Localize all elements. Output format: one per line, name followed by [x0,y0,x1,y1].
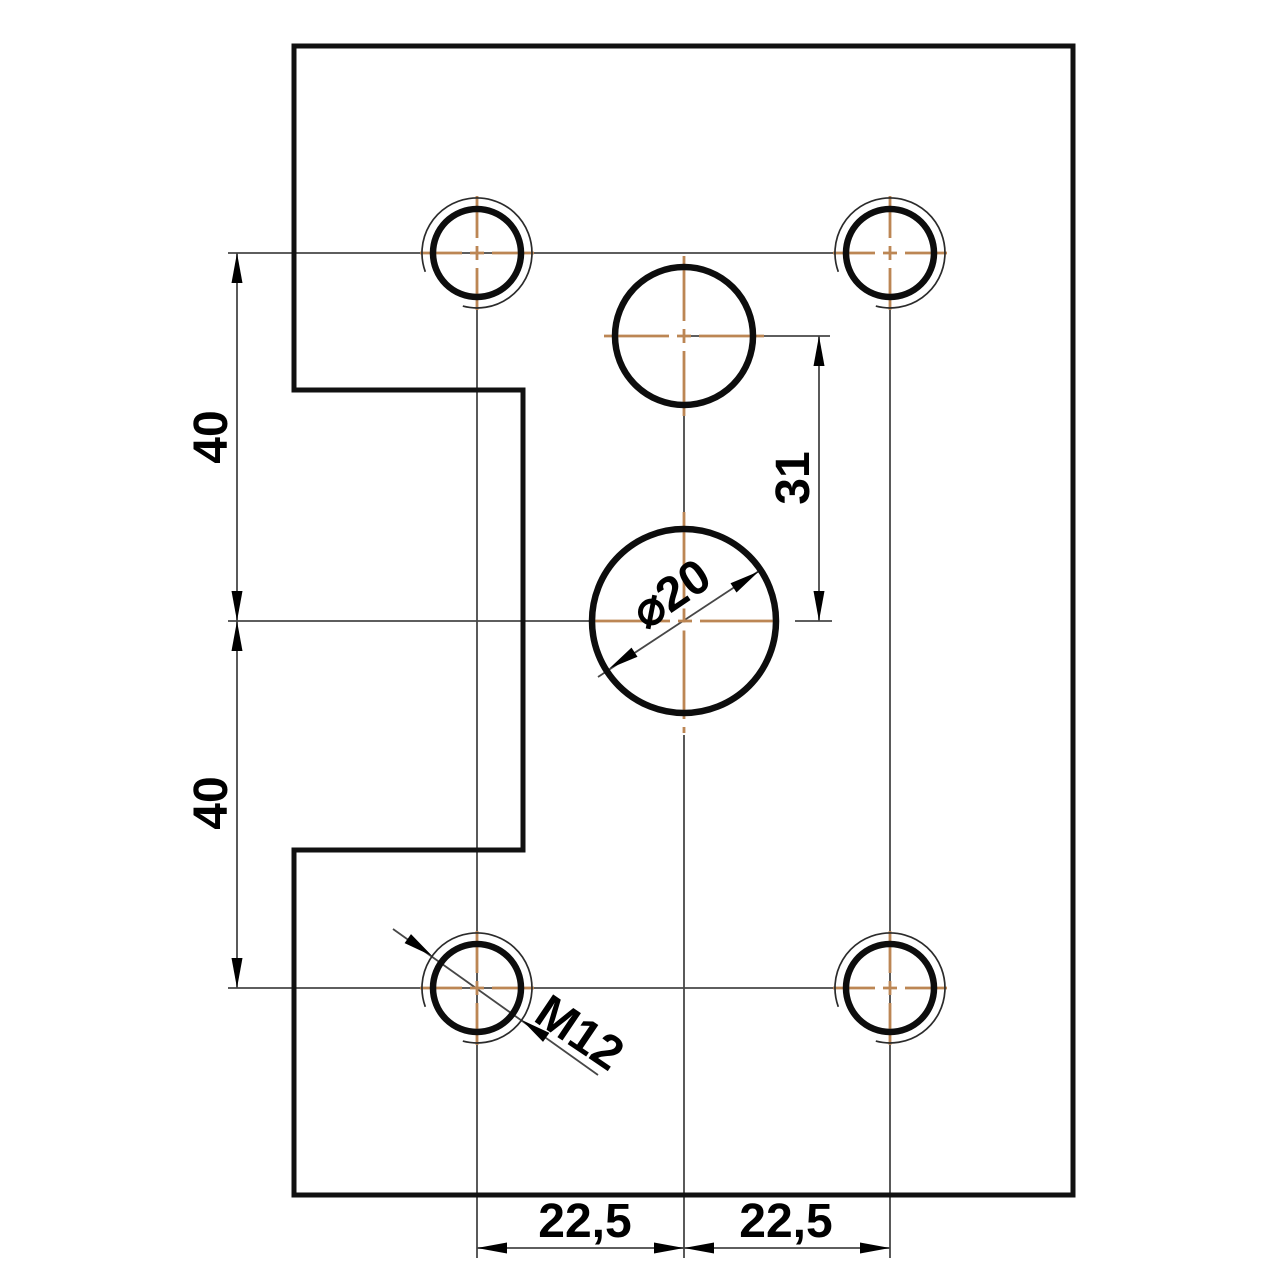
extension-and-dimension-lines [228,252,891,1258]
arrow-bore-diameter-lower [609,647,638,669]
arrow-bore-diameter-upper [730,571,759,593]
arrow-m12-upper [404,934,433,956]
label-dim-40-upper: 40 [185,410,238,463]
threaded-hole-top-right [842,205,938,301]
arrow-down-40-top [231,591,243,621]
thread-arcs [421,197,946,1044]
arrow-right-spacing-left [654,1242,684,1254]
threaded-hole-bottom-left [429,940,525,1036]
upper-bore [611,263,757,409]
thread-arc-top-right [834,197,946,309]
thread-arc-bottom-right [834,932,946,1044]
arrow-right-spacing-right [860,1242,890,1254]
threaded-hole-bottom-right [842,940,938,1036]
holes-and-bores [429,205,938,1036]
arrow-left-spacing-right [684,1242,714,1254]
label-dim-40-lower: 40 [185,776,238,829]
threaded-hole-top-left [429,205,525,301]
dimension-arrowheads [231,253,890,1254]
arrow-down-40-bottom [231,958,243,988]
arrow-up-31 [813,336,825,366]
label-spacing-left: 22,5 [538,1195,631,1248]
label-spacing-right: 22,5 [739,1195,832,1248]
label-bore-diameter: ⌀20 [623,549,721,639]
arrow-down-31 [813,591,825,621]
label-dim-31: 31 [767,451,820,504]
thread-arc-top-left [421,197,533,309]
center-bore [588,525,780,717]
centerlines [420,196,947,1045]
label-thread-callout: M12 [526,985,633,1081]
thread-arc-bottom-left [421,932,533,1044]
dimension-labels: 40 40 31 ⌀20 M12 22,5 22,5 [185,410,833,1248]
arrow-m12-lower [521,1020,550,1042]
arrow-left-spacing-left [477,1242,507,1254]
plate-outline [291,43,1076,1198]
arrow-up-40-bottom [231,621,243,651]
arrow-up-40-top [231,253,243,283]
